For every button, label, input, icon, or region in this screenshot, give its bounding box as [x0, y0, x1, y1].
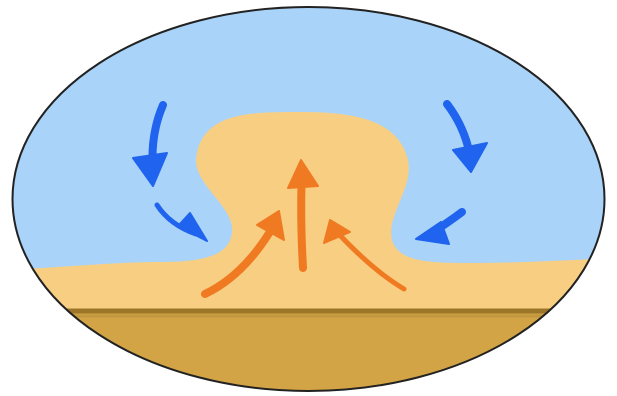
- ground-layer: [0, 312, 617, 396]
